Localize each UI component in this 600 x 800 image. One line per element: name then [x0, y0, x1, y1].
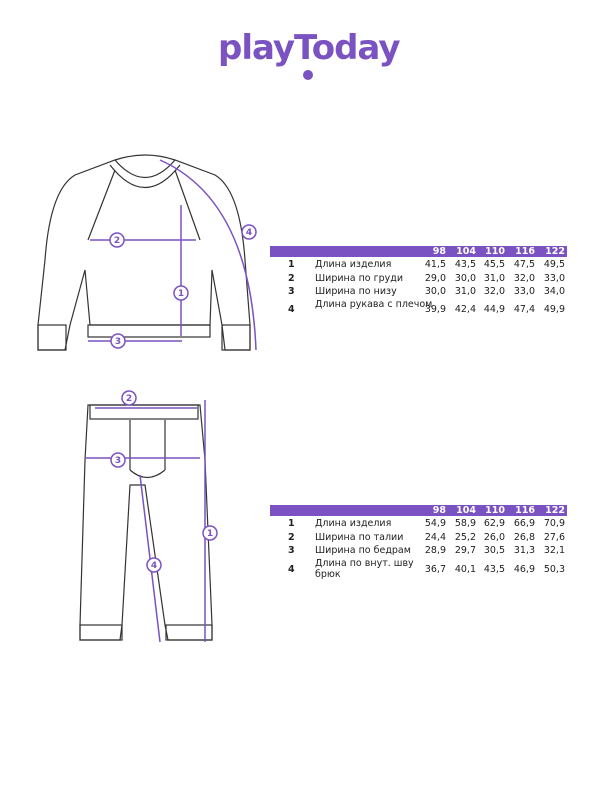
row-label: Длина изделия: [315, 259, 392, 270]
row-label: Ширина по груди: [315, 273, 404, 284]
table-row: 2 Ширина по груди 29,0 30,0 31,0 32,0 33,0: [270, 272, 567, 285]
marker-3: 3: [115, 337, 121, 347]
value-cell: 49,9: [543, 303, 565, 315]
row-label: Длина изделия: [315, 518, 392, 529]
value-cell: 32,0: [483, 286, 505, 297]
size-header-cell: 98: [432, 505, 446, 516]
value-cell: 36,7: [424, 563, 446, 575]
row-label: Длина рукава с плечом: [315, 299, 433, 310]
table-row: 3 Ширина по низу 30,0 31,0 32,0 33,0 34,0: [270, 285, 567, 298]
value-cell: 54,9: [424, 518, 446, 529]
size-header-cell: 110: [485, 246, 505, 257]
size-header-cell: 98: [432, 246, 446, 257]
value-cell: 45,5: [483, 259, 505, 270]
value-cell: 30,0: [424, 286, 446, 297]
row-number: 4: [288, 563, 295, 575]
marker-1: 1: [207, 529, 213, 539]
value-cell: 32,1: [543, 545, 565, 556]
row-label: Ширина по бедрам: [315, 545, 411, 556]
value-cell: 62,9: [483, 518, 505, 529]
value-cell: 58,9: [454, 518, 476, 529]
table-row: 1 Длина изделия 41,5 43,5 45,5 47,5 49,5: [270, 257, 567, 272]
value-cell: 29,7: [454, 545, 476, 556]
sweater-drawing: [37, 154, 251, 351]
markers: [109, 224, 257, 573]
value-cell: 50,3: [543, 563, 565, 575]
pants-size-table: 98 104 110 116 122 1 Длина изделия 54,9 58,9 62,9…: [270, 505, 567, 581]
value-cell: 70,9: [543, 518, 565, 529]
marker-4: 4: [246, 228, 252, 238]
value-cell: 49,5: [543, 259, 565, 270]
value-cell: 30,5: [483, 545, 505, 556]
value-cell: 31,3: [513, 545, 535, 556]
value-cell: 25,2: [454, 532, 476, 543]
table-row: 2 Ширина по талии 24,4 25,2 26,0 26,8 27,6: [270, 531, 567, 544]
row-number: 2: [288, 273, 295, 284]
row-number: 1: [288, 259, 295, 270]
row-label: Ширина по низу: [315, 286, 397, 297]
value-cell: 26,8: [513, 532, 535, 543]
value-cell: 47,4: [513, 303, 535, 315]
marker-4: 4: [151, 561, 157, 571]
value-cell: 39,9: [424, 303, 446, 315]
value-cell: 46,9: [513, 563, 535, 575]
row-number: 4: [288, 303, 295, 315]
sweater-size-table: 98 104 110 116 122 1 Длина изделия 41,5 43,5 45,5…: [270, 246, 567, 320]
measure-lines: [85, 159, 257, 643]
size-header-cell: 116: [515, 246, 535, 257]
value-cell: 24,4: [424, 532, 446, 543]
value-cell: 31,0: [454, 286, 476, 297]
value-cell: 33,0: [543, 273, 565, 284]
marker-1: 1: [178, 289, 184, 299]
value-cell: 44,9: [483, 303, 505, 315]
value-cell: 42,4: [454, 303, 476, 315]
row-number: 3: [288, 545, 295, 556]
pants-drawing: [79, 404, 213, 641]
value-cell: 29,0: [424, 273, 446, 284]
table-row: 3 Ширина по бедрам 28,9 29,7 30,5 31,3 32,1: [270, 544, 567, 557]
value-cell: 27,6: [543, 532, 565, 543]
marker-3: 3: [115, 456, 121, 466]
value-cell: 40,1: [454, 563, 476, 575]
row-number: 1: [288, 518, 295, 529]
value-cell: 32,0: [513, 273, 535, 284]
size-header-cell: 110: [485, 505, 505, 516]
row-number: 3: [288, 286, 295, 297]
value-cell: 47,5: [513, 259, 535, 270]
size-header: 98 104 110 116 122: [270, 246, 567, 257]
row-label: Длина по внут. шву брюк: [315, 558, 414, 580]
value-cell: 30,0: [454, 273, 476, 284]
value-cell: 43,5: [454, 259, 476, 270]
value-cell: 33,0: [513, 286, 535, 297]
row-number: 2: [288, 532, 295, 543]
marker-2: 2: [126, 394, 132, 404]
value-cell: 28,9: [424, 545, 446, 556]
brand-logo: playToday: [218, 28, 400, 68]
value-cell: 31,0: [483, 273, 505, 284]
size-header-cell: 116: [515, 505, 535, 516]
value-cell: 34,0: [543, 286, 565, 297]
value-cell: 26,0: [483, 532, 505, 543]
table-row: 1 Длина изделия 54,9 58,9 62,9 66,9 70,9: [270, 516, 567, 531]
size-header-cell: 122: [545, 505, 565, 516]
size-header-cell: 104: [456, 505, 476, 516]
value-cell: 41,5: [424, 259, 446, 270]
table-row: 4 Длина по внут. шву брюк 36,7 40,1 43,5 46,9…: [270, 557, 567, 581]
logo-dot: [303, 70, 313, 80]
value-cell: 66,9: [513, 518, 535, 529]
row-label: Ширина по талии: [315, 532, 404, 543]
size-header-cell: 122: [545, 246, 565, 257]
size-header: 98 104 110 116 122: [270, 505, 567, 516]
size-header-cell: 104: [456, 246, 476, 257]
value-cell: 43,5: [483, 563, 505, 575]
marker-2: 2: [114, 236, 120, 246]
